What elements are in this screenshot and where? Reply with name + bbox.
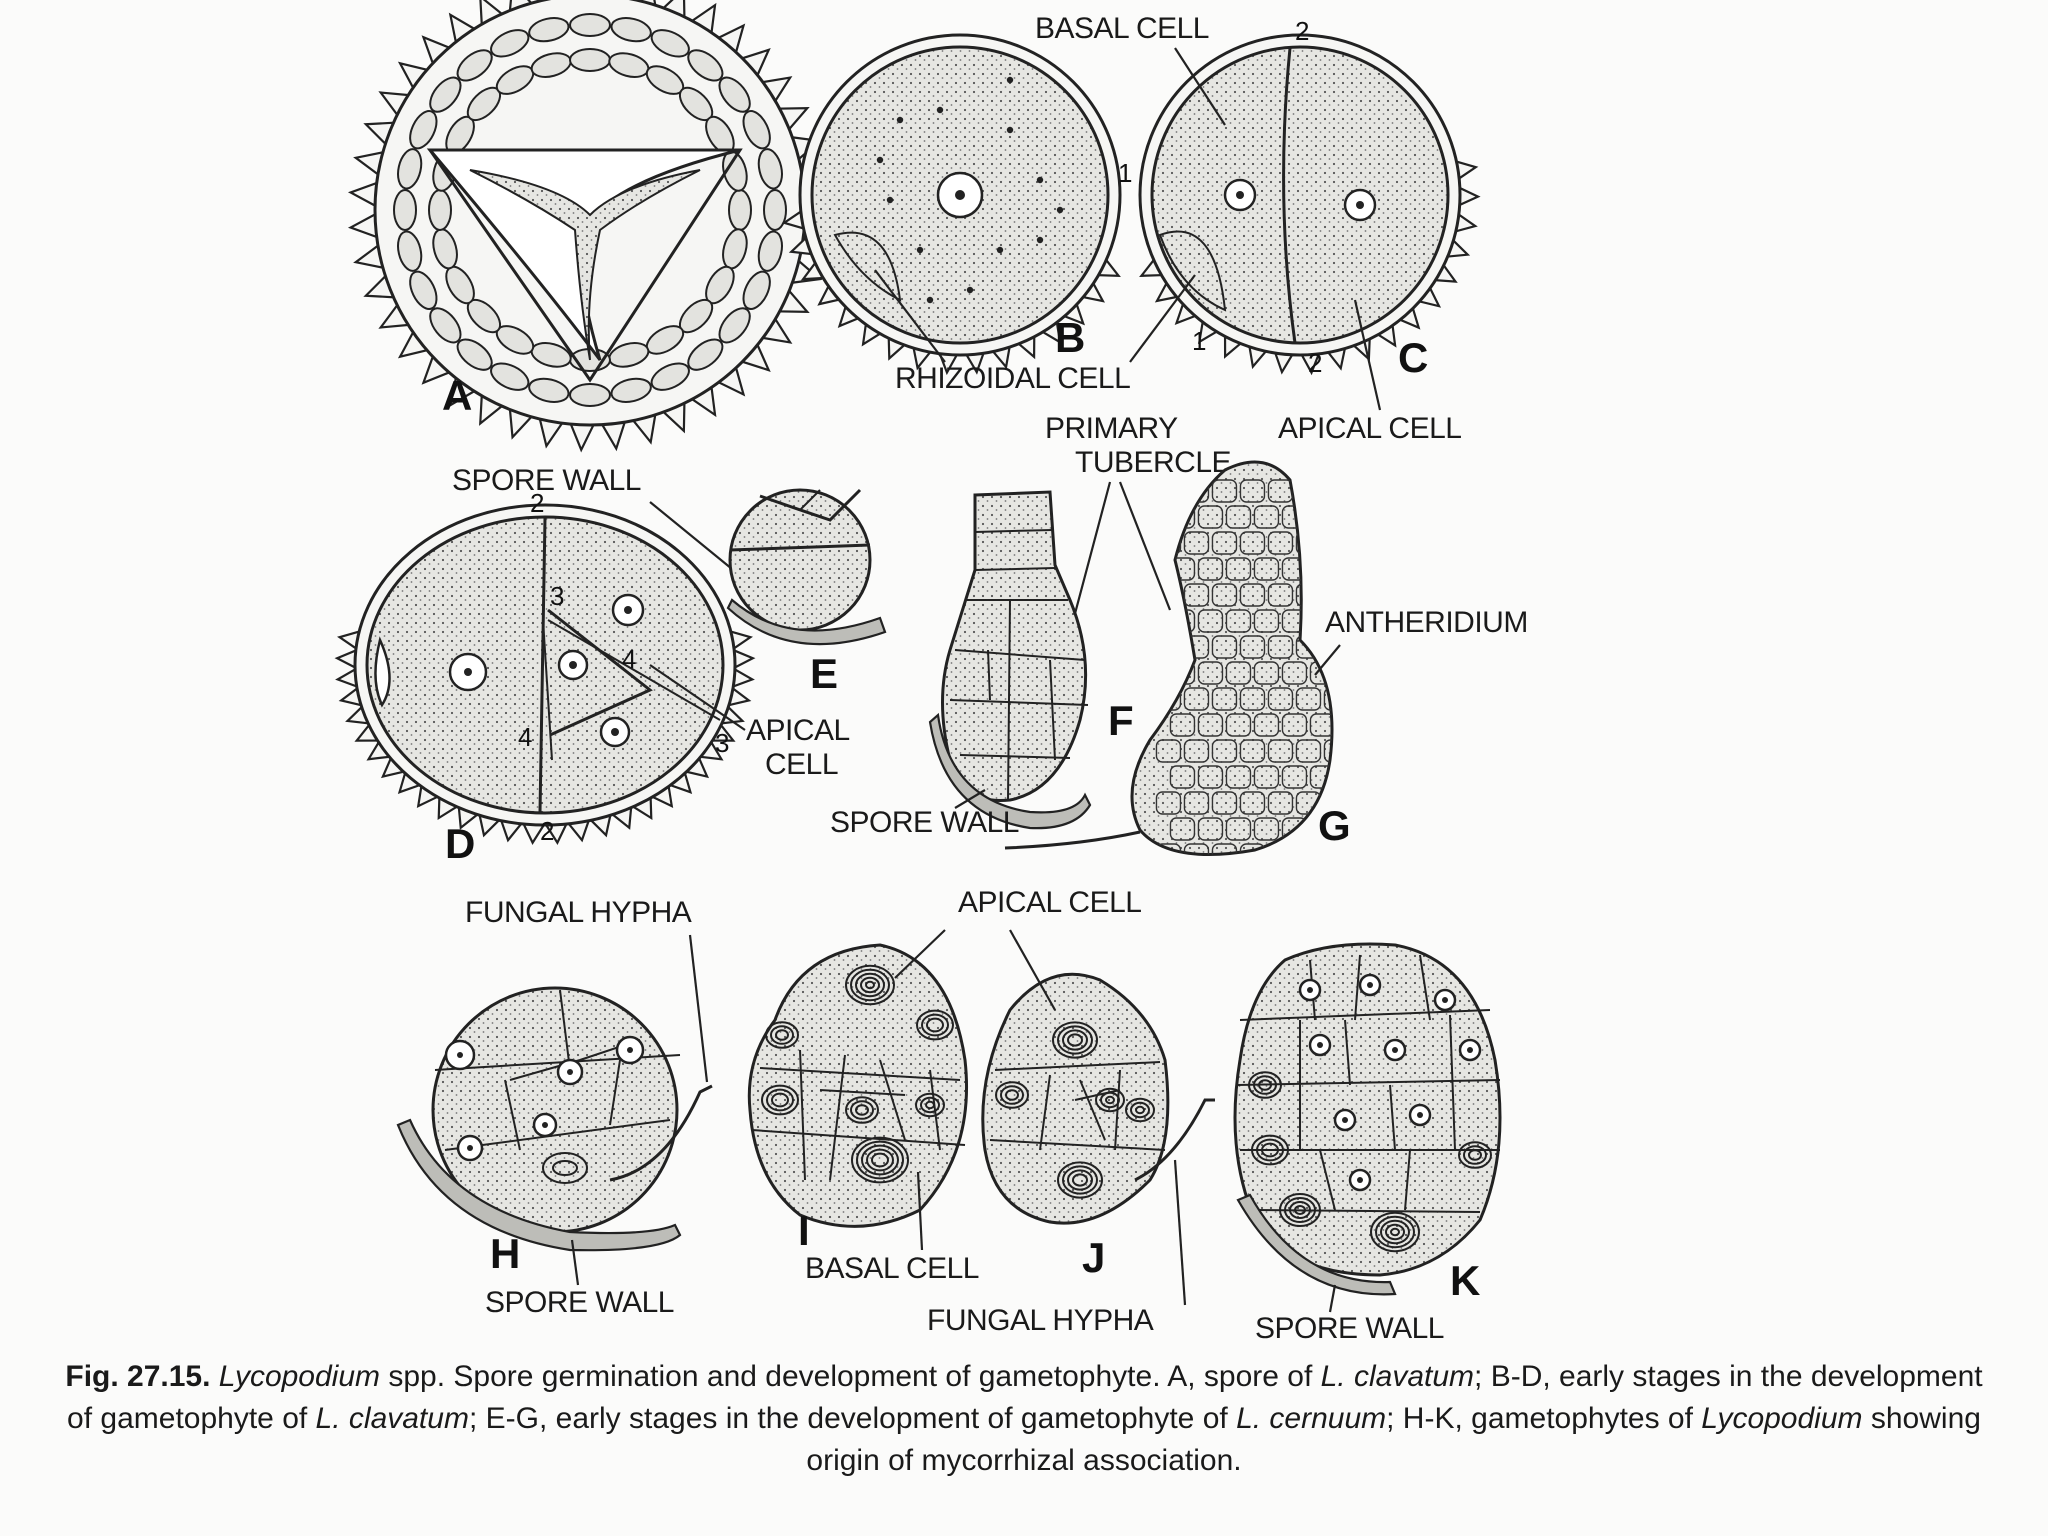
label-apical-cell-ij: APICAL CELL	[958, 886, 1141, 919]
panel-d: 2 2 3 3 4 4 D	[334, 488, 756, 867]
caption-species: L. clavatum	[1320, 1360, 1475, 1393]
wall-number: 2	[530, 488, 544, 518]
wall-number: 2	[1308, 348, 1322, 378]
panel-letter-j: J	[1082, 1234, 1105, 1281]
wall-number: 1	[1118, 158, 1132, 188]
label-basal-cell-i: BASAL CELL	[805, 1252, 979, 1285]
label-spore-wall-f: SPORE WALL	[830, 806, 1019, 839]
panel-letter-c: C	[1398, 334, 1428, 381]
panel-b: B	[781, 33, 1122, 376]
wall-number: 3	[715, 728, 729, 758]
wall-number: 1	[1192, 326, 1206, 356]
caption-species: L. cernuum	[1236, 1402, 1387, 1435]
panel-letter-d: D	[445, 820, 475, 867]
caption-text: spp. Spore germination and development o…	[380, 1360, 1321, 1393]
label-cell: CELL	[765, 748, 838, 781]
caption-text: showing origin of mycorrhizal associatio…	[806, 1402, 1981, 1477]
panel-g: G	[1004, 460, 1351, 856]
panel-h: H	[396, 986, 713, 1277]
panel-e: E	[726, 488, 887, 697]
panel-a-spore: A	[347, 0, 833, 453]
caption-text: ; E-G, early stages in the development o…	[468, 1402, 1237, 1435]
wall-number: 2	[1295, 16, 1309, 46]
panel-letter-b: B	[1055, 314, 1085, 361]
wall-number: 4	[622, 644, 636, 674]
wall-number: 2	[540, 816, 554, 846]
panel-letter-k: K	[1450, 1257, 1480, 1304]
caption-fig-number: Fig. 27.15.	[65, 1360, 211, 1393]
label-spore-wall-d: SPORE WALL	[452, 464, 641, 497]
label-spore-wall-k: SPORE WALL	[1255, 1312, 1444, 1345]
label-rhizoidal-cell: RHIZOIDAL CELL	[895, 362, 1130, 395]
panel-letter-i: I	[798, 1207, 810, 1254]
panel-c: 2 1 1 2 C	[1118, 16, 1481, 381]
label-spore-wall-h: SPORE WALL	[485, 1286, 674, 1319]
label-fungal-hypha-h: FUNGAL HYPHA	[465, 896, 692, 929]
label-apical-cell-c: APICAL CELL	[1278, 412, 1461, 445]
caption-text: ; H-K, gametophytes of	[1386, 1402, 1702, 1435]
figure-caption: Fig. 27.15. Lycopodium spp. Spore germin…	[60, 1356, 1988, 1482]
caption-species: L. clavatum	[315, 1402, 469, 1435]
caption-genus: Lycopodium	[1701, 1402, 1863, 1435]
panel-letter-e: E	[810, 650, 838, 697]
label-basal-cell: BASAL CELL	[1035, 12, 1209, 45]
panel-letter-f: F	[1108, 697, 1134, 744]
label-antheridium: ANTHERIDIUM	[1325, 606, 1528, 639]
label-tubercle: TUBERCLE	[1075, 446, 1231, 479]
wall-number: 4	[518, 722, 532, 752]
gametophyte-figure: A B 2 1 1 2 C BASAL CELL RHIZOIDAL CELL …	[334, 0, 1528, 1345]
panel-j: J	[981, 972, 1215, 1281]
panel-letter-h: H	[490, 1230, 520, 1277]
panel-k: K	[1233, 942, 1502, 1304]
label-fungal-hypha-j: FUNGAL HYPHA	[927, 1304, 1154, 1337]
caption-genus: Lycopodium	[218, 1360, 381, 1393]
panel-letter-g: G	[1318, 802, 1351, 849]
wall-number: 3	[550, 581, 564, 611]
panel-f: F	[928, 490, 1134, 830]
label-primary: PRIMARY	[1045, 412, 1178, 445]
label-apical: APICAL	[746, 714, 850, 747]
panel-letter-a: A	[442, 372, 472, 419]
panel-i: I	[747, 943, 969, 1254]
caption-text: ; B-D, early stages in the development o…	[67, 1360, 1983, 1435]
